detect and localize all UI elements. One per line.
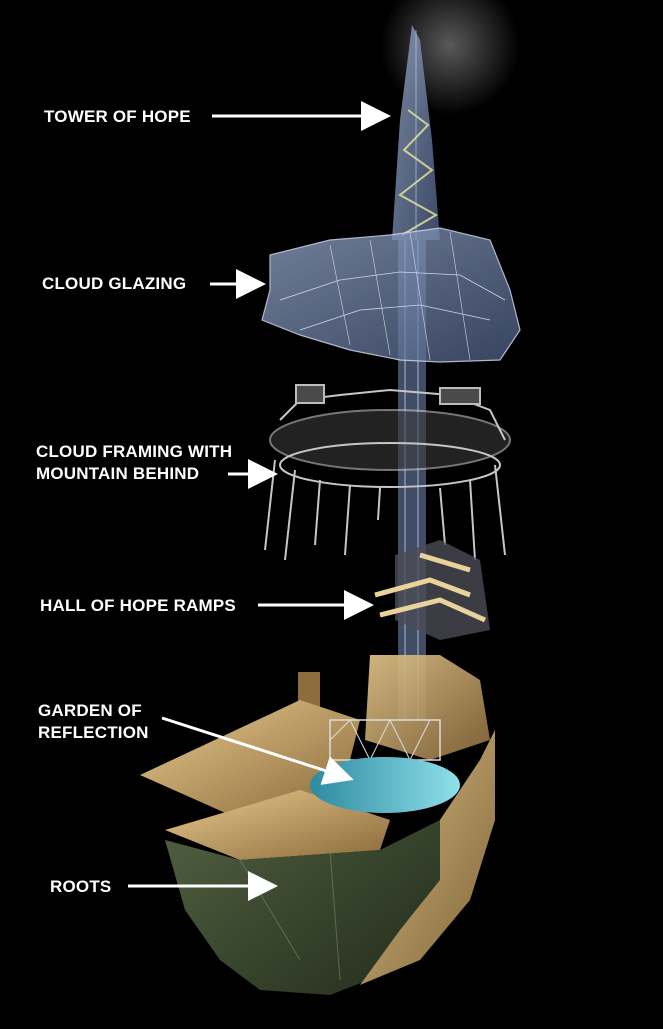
label-roots: ROOTS xyxy=(50,877,112,896)
sky-glow xyxy=(380,0,520,115)
label-cloud-framing-line1: CLOUD FRAMING WITH xyxy=(36,442,233,461)
label-cloud-glazing: CLOUD GLAZING xyxy=(42,274,187,293)
cloud-glazing-structure xyxy=(261,227,521,363)
arrow-garden xyxy=(161,716,354,785)
cloud-framing-structure xyxy=(264,384,511,561)
label-garden-line2: REFLECTION xyxy=(38,723,149,742)
label-cloud-framing: CLOUD FRAMING WITH MOUNTAIN BEHIND xyxy=(36,441,232,485)
label-tower-of-hope: TOWER OF HOPE xyxy=(44,107,191,126)
base-structure xyxy=(140,655,490,860)
label-cloud-framing-line2: MOUNTAIN BEHIND xyxy=(36,464,200,483)
hall-of-hope-ramps xyxy=(374,540,490,640)
tower-of-hope-spire xyxy=(392,25,440,240)
label-hall-of-hope-ramps: HALL OF HOPE RAMPS xyxy=(40,596,236,615)
label-garden-of-reflection: GARDEN OF REFLECTION xyxy=(38,700,149,744)
label-garden-line1: GARDEN OF xyxy=(38,701,142,720)
roots-hull xyxy=(165,730,495,995)
garden-water xyxy=(310,757,460,813)
